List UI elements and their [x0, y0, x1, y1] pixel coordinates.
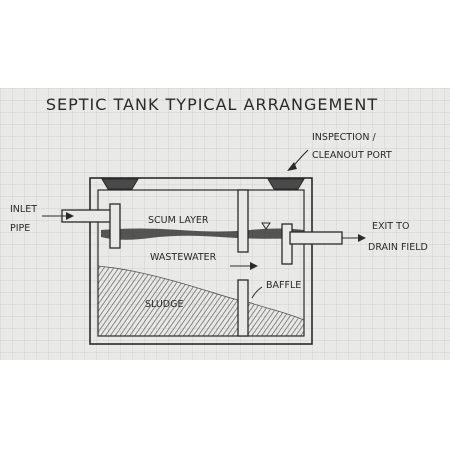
inlet-label-line1: INLET [10, 204, 37, 215]
baffle-lower [237, 279, 249, 337]
sketch-sheet: SEPTIC TANK TYPICAL ARRANGEMENT INSPECTI… [0, 88, 450, 360]
tank-inner-wall [97, 189, 305, 337]
flow-arrowhead [250, 262, 258, 270]
diagram-title: SEPTIC TANK TYPICAL ARRANGEMENT [46, 95, 378, 114]
sludge-layer [97, 265, 239, 337]
inlet-label-line2: PIPE [10, 223, 30, 234]
cleanout-port-left [101, 178, 139, 190]
exit-label-line1: EXIT TO [372, 221, 409, 232]
baffle-upper [237, 189, 249, 253]
scum-layer-label: SCUM LAYER [148, 215, 209, 226]
exit-label-line2: DRAIN FIELD [368, 242, 428, 253]
tank-outer-wall [89, 177, 313, 345]
septic-tank-diagram: SEPTIC TANK TYPICAL ARRANGEMENT INSPECTI… [0, 88, 450, 360]
sludge-label: SLUDGE [145, 299, 183, 310]
inlet-tee [109, 203, 121, 249]
cleanout-port-right [267, 178, 305, 190]
scum-layer [101, 228, 304, 240]
inspection-leader-arrowhead [287, 162, 297, 171]
inspection-label-line1: INSPECTION / [312, 132, 377, 143]
baffle-label: BAFFLE [266, 280, 301, 291]
water-level-marker [261, 222, 271, 230]
wastewater-label: WASTEWATER [150, 252, 217, 263]
outlet-arrowhead [358, 234, 366, 242]
inspection-label-line2: CLEANOUT PORT [312, 150, 392, 161]
outlet-pipe [289, 231, 343, 245]
inlet-arrowhead [66, 212, 74, 220]
baffle-leader [251, 286, 263, 299]
